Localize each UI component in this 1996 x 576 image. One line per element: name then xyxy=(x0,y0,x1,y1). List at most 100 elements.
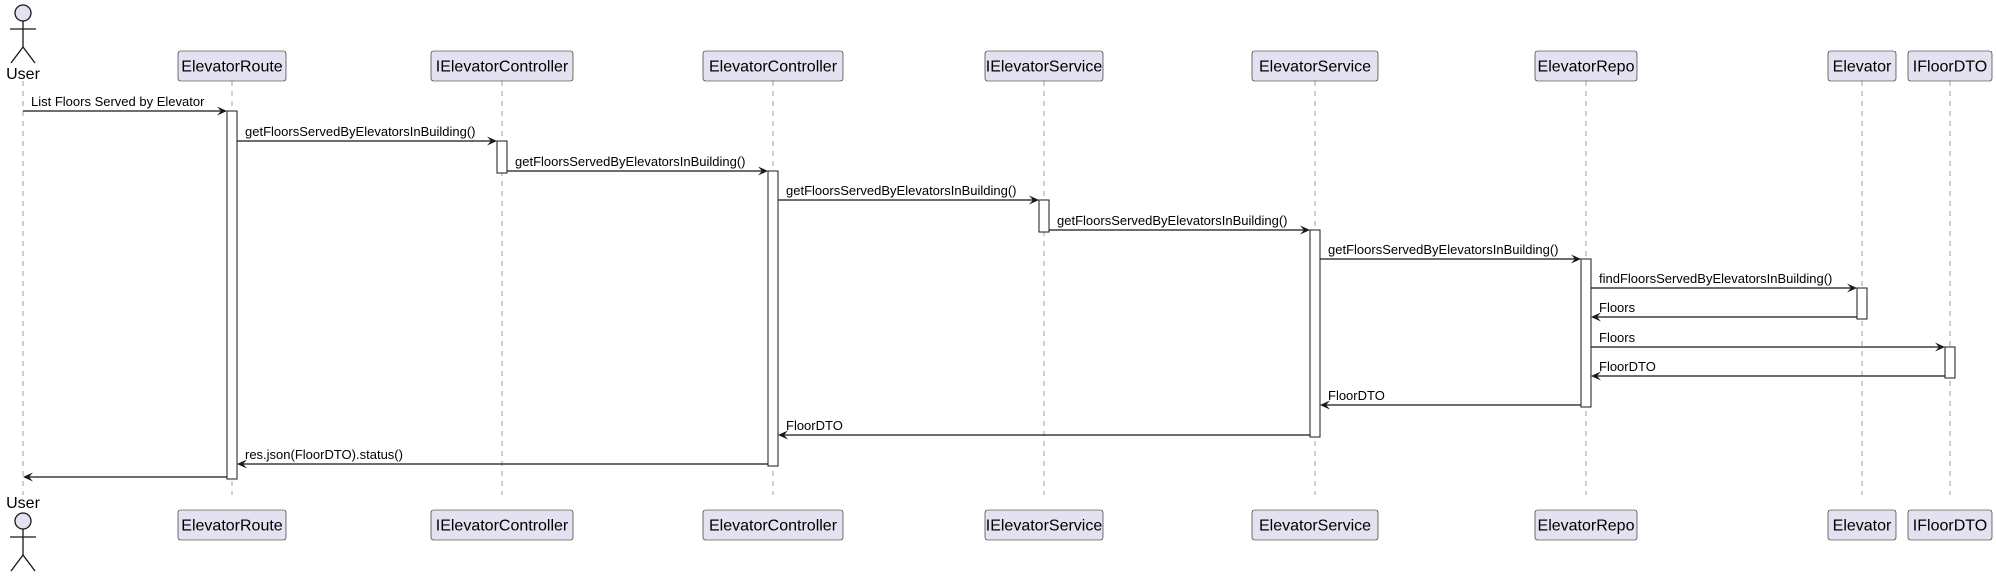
participant-elevator-route-top: ElevatorRoute xyxy=(177,50,287,82)
message-elevator-repo-to-elevator: findFloorsServedByElevatorsInBuilding() xyxy=(1591,271,1857,293)
participant-ielevator-controller-bottom: IElevatorController xyxy=(430,509,574,541)
arrow-head-icon xyxy=(1591,371,1601,381)
participant-ielevator-service-top: IElevatorService xyxy=(984,50,1104,82)
participant-label-elevator-route: ElevatorRoute xyxy=(181,59,282,76)
message-label: List Floors Served by Elevator xyxy=(31,94,205,109)
participant-elevator-controller-top: ElevatorController xyxy=(702,50,844,82)
participant-elevator-service-top: ElevatorService xyxy=(1251,50,1379,82)
participant-box xyxy=(1827,509,1897,541)
actor-figure-icon xyxy=(10,512,36,572)
actor-user-top: User xyxy=(6,4,41,83)
actor-figure-icon xyxy=(10,4,36,64)
participant-label-elevator-controller: ElevatorController xyxy=(709,59,838,76)
arrow-head-icon xyxy=(1847,283,1857,293)
arrow-head-icon xyxy=(1591,312,1601,322)
message-elevator-route-to-user xyxy=(23,472,227,482)
participant-elevator-bottom: Elevator xyxy=(1827,509,1897,541)
participant-box xyxy=(702,509,844,541)
participant-box xyxy=(177,509,287,541)
message-ielevator-service-to-elevator-service: getFloorsServedByElevatorsInBuilding() xyxy=(1049,213,1310,235)
message-user-to-elevator-route: List Floors Served by Elevator xyxy=(23,94,227,116)
message-label: res.json(FloorDTO).status() xyxy=(245,447,403,462)
participant-label-elevator-route: ElevatorRoute xyxy=(181,518,282,535)
participant-label-ielevator-controller: IElevatorController xyxy=(436,518,569,535)
participant-box xyxy=(984,509,1104,541)
message-label: getFloorsServedByElevatorsInBuilding() xyxy=(786,183,1017,198)
arrow-head-icon xyxy=(1320,400,1330,410)
message-elevator-controller-to-elevator-route: res.json(FloorDTO).status() xyxy=(237,447,768,469)
message-label: Floors xyxy=(1599,330,1636,345)
participant-box xyxy=(1907,509,1993,541)
participant-label-elevator-repo: ElevatorRepo xyxy=(1538,518,1635,535)
arrow-head-icon xyxy=(1300,225,1310,235)
arrow-head-icon xyxy=(487,136,497,146)
actor-user-bottom: User xyxy=(6,495,41,572)
message-label: getFloorsServedByElevatorsInBuilding() xyxy=(1328,242,1559,257)
activation-bar-ielevator-service xyxy=(1038,199,1050,233)
activation-bar-elevator-route xyxy=(226,110,238,480)
participant-box xyxy=(702,50,844,82)
message-label: FloorDTO xyxy=(1599,359,1656,374)
arrow-head-icon xyxy=(758,166,768,176)
message-elevator-repo-to-ifloor-dto: Floors xyxy=(1591,330,1945,352)
participant-label-elevator-controller: ElevatorController xyxy=(709,518,838,535)
message-label: getFloorsServedByElevatorsInBuilding() xyxy=(1057,213,1288,228)
participant-elevator-repo-top: ElevatorRepo xyxy=(1534,50,1638,82)
activation-bar-ielevator-controller xyxy=(496,140,508,174)
message-label: getFloorsServedByElevatorsInBuilding() xyxy=(515,154,746,169)
participant-heads-layer: UserUserElevatorRouteElevatorRouteIEleva… xyxy=(6,4,1993,572)
participant-label-ifloor-dto: IFloorDTO xyxy=(1913,59,1987,76)
participant-label-elevator-service: ElevatorService xyxy=(1259,518,1371,535)
messages-layer: List Floors Served by Elevator getFloorsS… xyxy=(23,94,1945,482)
arrow-head-icon xyxy=(237,459,247,469)
participant-label-elevator: Elevator xyxy=(1833,59,1892,76)
arrow-head-icon xyxy=(1935,342,1945,352)
participant-ielevator-service-bottom: IElevatorService xyxy=(984,509,1104,541)
arrow-head-icon xyxy=(1029,195,1039,205)
participant-label-elevator-repo: ElevatorRepo xyxy=(1538,59,1635,76)
actor-label-user: User xyxy=(6,495,40,512)
message-elevator-repo-to-elevator-service: FloorDTO xyxy=(1320,388,1581,410)
participant-label-elevator-service: ElevatorService xyxy=(1259,59,1371,76)
activations-layer xyxy=(226,110,1956,480)
message-elevator-to-elevator-repo: Floors xyxy=(1591,300,1857,322)
participant-label-ielevator-service: IElevatorService xyxy=(986,518,1103,535)
activation-bar-elevator-service xyxy=(1309,229,1321,438)
participant-box xyxy=(984,50,1104,82)
actor-label-user: User xyxy=(6,66,40,83)
participant-label-ielevator-controller: IElevatorController xyxy=(436,59,569,76)
arrow-head-icon xyxy=(217,106,227,116)
participant-elevator-controller-bottom: ElevatorController xyxy=(702,509,844,541)
activation-bar-elevator-repo xyxy=(1580,258,1592,408)
participant-label-ielevator-service: IElevatorService xyxy=(986,59,1103,76)
participant-box xyxy=(1827,50,1897,82)
arrow-head-icon xyxy=(1571,254,1581,264)
message-label: FloorDTO xyxy=(1328,388,1385,403)
message-label: FloorDTO xyxy=(786,418,843,433)
participant-ifloor-dto-top: IFloorDTO xyxy=(1907,50,1993,82)
participant-elevator-repo-bottom: ElevatorRepo xyxy=(1534,509,1638,541)
participant-label-elevator: Elevator xyxy=(1833,518,1892,535)
participant-box xyxy=(177,50,287,82)
arrow-head-icon xyxy=(778,430,788,440)
message-elevator-controller-to-ielevator-service: getFloorsServedByElevatorsInBuilding() xyxy=(778,183,1039,205)
participant-ifloor-dto-bottom: IFloorDTO xyxy=(1907,509,1993,541)
participant-elevator-service-bottom: ElevatorService xyxy=(1251,509,1379,541)
participant-box xyxy=(430,509,574,541)
message-label: Floors xyxy=(1599,300,1636,315)
participant-box xyxy=(1251,50,1379,82)
participant-box xyxy=(430,50,574,82)
message-elevator-service-to-elevator-controller: FloorDTO xyxy=(778,418,1310,440)
participant-elevator-route-bottom: ElevatorRoute xyxy=(177,509,287,541)
participant-box xyxy=(1534,50,1638,82)
message-ifloor-dto-to-elevator-repo: FloorDTO xyxy=(1591,359,1945,381)
message-ielevator-controller-to-elevator-controller: getFloorsServedByElevatorsInBuilding() xyxy=(507,154,768,176)
arrow-head-icon xyxy=(23,472,33,482)
participant-box xyxy=(1534,509,1638,541)
participant-label-ifloor-dto: IFloorDTO xyxy=(1913,518,1987,535)
message-elevator-service-to-elevator-repo: getFloorsServedByElevatorsInBuilding() xyxy=(1320,242,1581,264)
participant-elevator-top: Elevator xyxy=(1827,50,1897,82)
activation-bar-elevator xyxy=(1856,287,1868,320)
participant-box xyxy=(1251,509,1379,541)
participant-ielevator-controller-top: IElevatorController xyxy=(430,50,574,82)
